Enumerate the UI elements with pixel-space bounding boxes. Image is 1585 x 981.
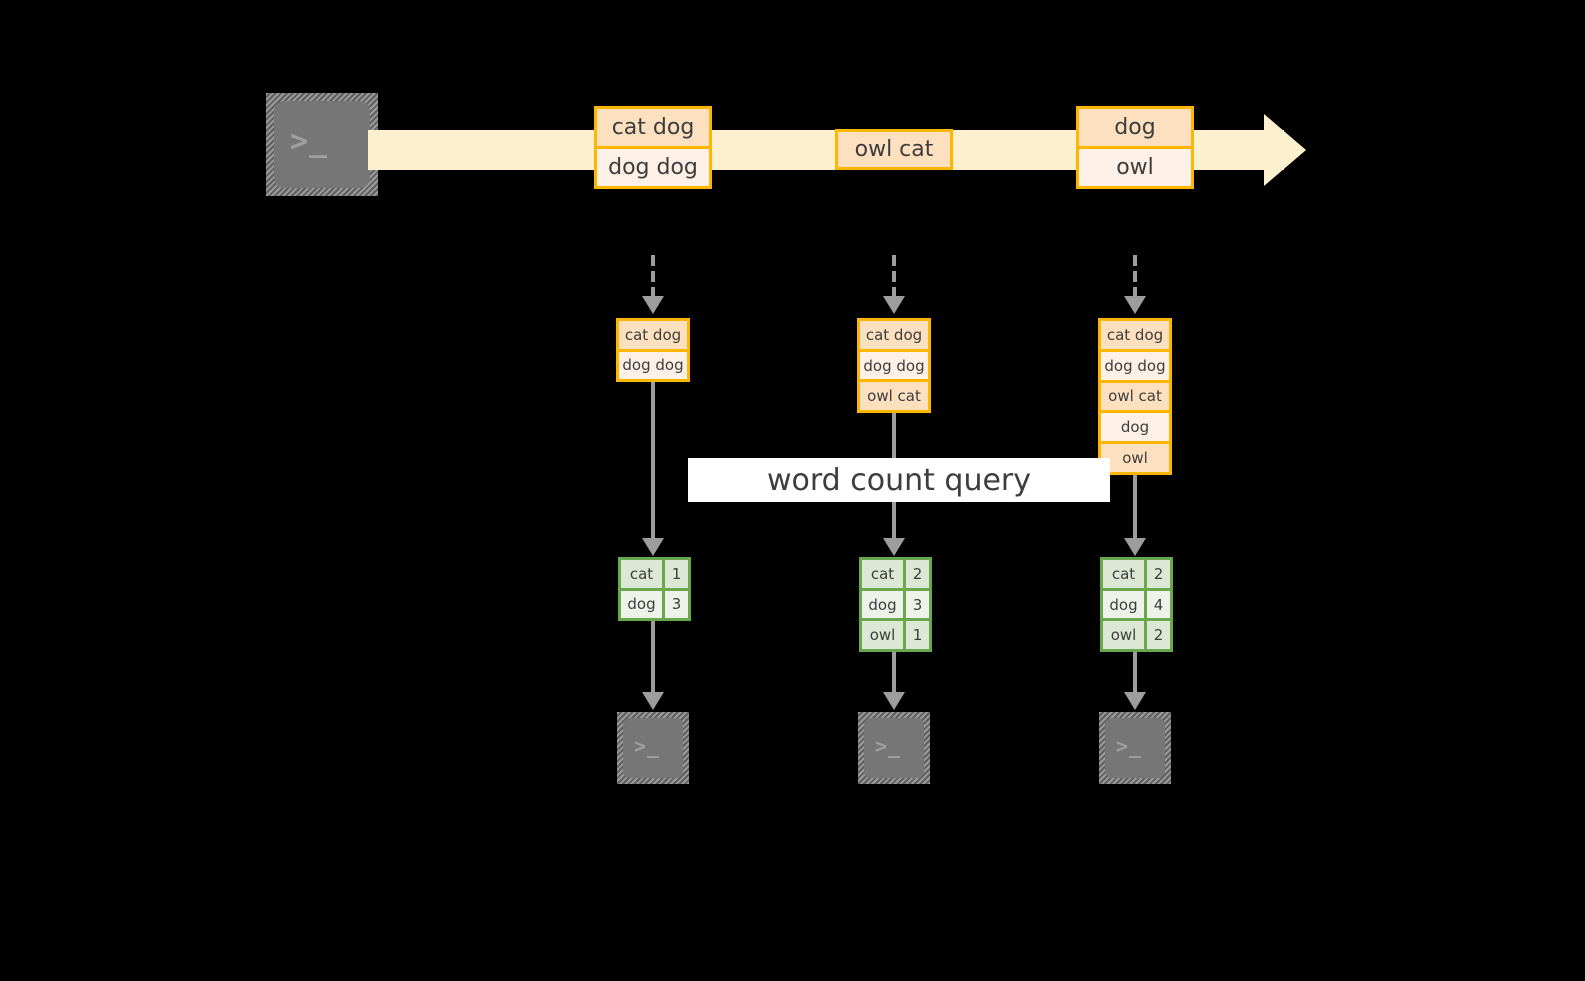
- stream-event-line: owl: [1079, 146, 1191, 186]
- snapshot-line: owl: [1101, 441, 1169, 472]
- stream-event-group-2[interactable]: owl cat: [835, 129, 953, 170]
- result-to-consumer-connector-2: [892, 652, 896, 694]
- producer-terminal-icon: >_: [266, 93, 378, 196]
- terminal-prompt-glyph: >_: [1116, 734, 1143, 758]
- terminal-screen: >_: [623, 718, 683, 778]
- table-row: cat 2: [1103, 560, 1170, 588]
- snapshot-line: owl cat: [860, 379, 928, 411]
- snapshot-to-result-connector-3: [1133, 475, 1137, 540]
- table-row: dog 3: [862, 587, 929, 619]
- snapshot-1[interactable]: cat dog dog dog: [616, 318, 690, 382]
- table-cell-count: 2: [1147, 621, 1170, 650]
- snapshot-line: owl cat: [1101, 379, 1169, 411]
- result-table-1[interactable]: cat 1 dog 3: [618, 557, 691, 621]
- snapshot-to-result-connector-1: [651, 382, 655, 540]
- table-cell-count: 2: [906, 560, 929, 588]
- terminal-screen: >_: [1105, 718, 1165, 778]
- consumer-terminal-1: >_: [617, 712, 689, 784]
- table-row: owl 1: [862, 618, 929, 650]
- table-row: owl 2: [1103, 618, 1170, 650]
- stream-event-line: owl cat: [838, 132, 950, 167]
- result-table-2[interactable]: cat 2 dog 3 owl 1: [859, 557, 932, 652]
- terminal-prompt-glyph: >_: [290, 124, 329, 159]
- stream-to-snapshot-arrowhead-1: [642, 296, 664, 314]
- snapshot-line: dog dog: [860, 348, 928, 380]
- table-cell-word: dog: [862, 590, 906, 619]
- snapshot-line: dog dog: [619, 348, 687, 379]
- snapshot-line: dog dog: [1101, 348, 1169, 380]
- result-table-3[interactable]: cat 2 dog 4 owl 2: [1100, 557, 1173, 652]
- snapshot-to-result-arrowhead-2: [883, 538, 905, 556]
- stream-event-line: cat dog: [597, 109, 709, 146]
- terminal-prompt-glyph: >_: [875, 734, 902, 758]
- snapshot-3[interactable]: cat dog dog dog owl cat dog owl: [1098, 318, 1172, 475]
- snapshot-to-result-arrowhead-3: [1124, 538, 1146, 556]
- result-to-consumer-arrowhead-3: [1124, 692, 1146, 710]
- table-row: cat 2: [862, 560, 929, 588]
- snapshot-to-result-arrowhead-1: [642, 538, 664, 556]
- snapshot-2[interactable]: cat dog dog dog owl cat: [857, 318, 931, 413]
- result-to-consumer-arrowhead-2: [883, 692, 905, 710]
- stream-event-line: dog dog: [597, 146, 709, 186]
- table-cell-count: 1: [665, 560, 688, 588]
- table-cell-word: owl: [862, 621, 906, 650]
- stream-event-group-3[interactable]: dog owl: [1076, 106, 1194, 189]
- table-cell-word: owl: [1103, 621, 1147, 650]
- table-cell-count: 4: [1147, 590, 1170, 619]
- result-to-consumer-connector-1: [651, 621, 655, 694]
- stream-to-snapshot-arrowhead-3: [1124, 296, 1146, 314]
- table-cell-count: 2: [1147, 560, 1170, 588]
- snapshot-line: cat dog: [860, 321, 928, 349]
- stream-event-group-1[interactable]: cat dog dog dog: [594, 106, 712, 189]
- result-to-consumer-connector-3: [1133, 652, 1137, 694]
- table-cell-word: cat: [1103, 560, 1147, 588]
- stream-to-snapshot-connector-2: [892, 255, 896, 298]
- event-stream-arrowhead: [1264, 114, 1306, 186]
- table-cell-word: cat: [862, 560, 906, 588]
- terminal-prompt-glyph: >_: [634, 734, 661, 758]
- consumer-terminal-3: >_: [1099, 712, 1171, 784]
- stream-to-snapshot-connector-1: [651, 255, 655, 298]
- stream-to-snapshot-arrowhead-2: [883, 296, 905, 314]
- table-cell-count: 3: [906, 590, 929, 619]
- stream-event-line: dog: [1079, 109, 1191, 146]
- snapshot-line: dog: [1101, 410, 1169, 442]
- result-to-consumer-arrowhead-1: [642, 692, 664, 710]
- table-row: dog 4: [1103, 587, 1170, 619]
- stream-to-snapshot-connector-3: [1133, 255, 1137, 298]
- terminal-screen: >_: [864, 718, 924, 778]
- table-cell-word: dog: [1103, 590, 1147, 619]
- query-label: word count query: [688, 458, 1110, 502]
- table-cell-word: cat: [621, 560, 665, 588]
- terminal-screen: >_: [274, 101, 370, 188]
- table-cell-count: 3: [665, 590, 688, 618]
- snapshot-line: cat dog: [619, 321, 687, 349]
- consumer-terminal-2: >_: [858, 712, 930, 784]
- snapshot-line: cat dog: [1101, 321, 1169, 349]
- table-row: cat 1: [621, 560, 688, 588]
- table-cell-count: 1: [906, 621, 929, 650]
- table-row: dog 3: [621, 587, 688, 618]
- table-cell-word: dog: [621, 590, 665, 618]
